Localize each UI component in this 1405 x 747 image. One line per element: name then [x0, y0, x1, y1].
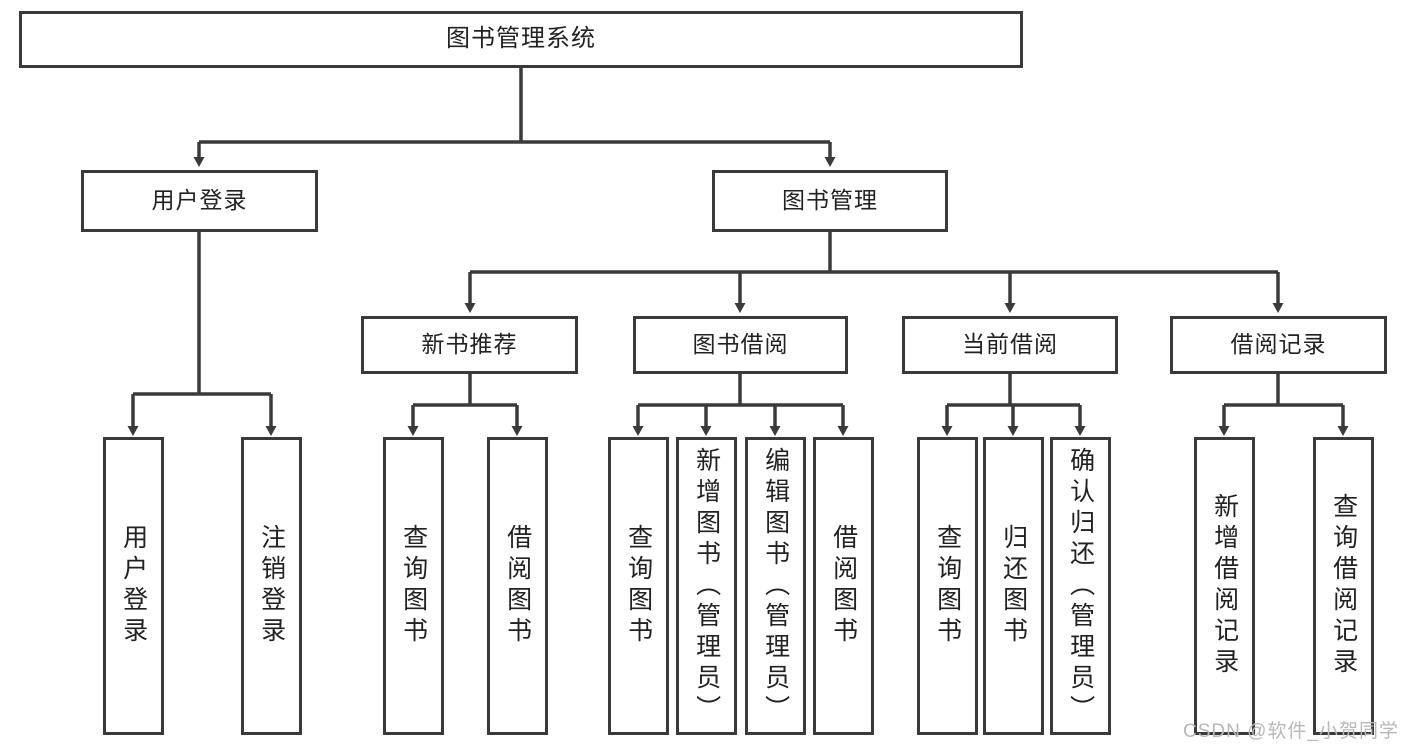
- node-leaf-return-book[interactable]: 归还图书: [983, 437, 1044, 735]
- node-leaf-confirm-return-admin[interactable]: 确认归还（管理员）: [1050, 437, 1111, 735]
- node-leaf-borrow-book[interactable]: 借阅图书: [813, 437, 874, 735]
- node-leaf-logout[interactable]: 注销登录: [241, 437, 302, 735]
- csdn-watermark: CSDN @软件_小贺同学: [1183, 721, 1399, 742]
- leaf-label: 新增图书（管理员）: [692, 446, 721, 726]
- node-leaf-add-book-admin[interactable]: 新增图书（管理员）: [676, 437, 737, 735]
- leaf-label: 查询图书: [624, 524, 653, 648]
- node-leaf-query-book-recommend[interactable]: 查询图书: [383, 437, 444, 735]
- leaf-label: 查询借阅记录: [1329, 493, 1358, 679]
- node-leaf-add-borrow-record[interactable]: 新增借阅记录: [1194, 437, 1255, 735]
- leaf-label: 借阅图书: [829, 524, 858, 648]
- node-borrow-record[interactable]: 借阅记录: [1170, 316, 1387, 374]
- leaf-label: 确认归还（管理员）: [1066, 446, 1095, 726]
- leaf-label: 编辑图书（管理员）: [761, 446, 790, 726]
- node-leaf-edit-book-admin[interactable]: 编辑图书（管理员）: [745, 437, 806, 735]
- node-book-management[interactable]: 图书管理: [712, 170, 948, 232]
- node-leaf-borrow-book-recommend[interactable]: 借阅图书: [487, 437, 548, 735]
- node-book-borrow[interactable]: 图书借阅: [633, 316, 848, 374]
- leaf-label: 用户登录: [119, 524, 148, 648]
- node-leaf-user-login[interactable]: 用户登录: [103, 437, 164, 735]
- node-root-system[interactable]: 图书管理系统: [19, 11, 1023, 68]
- leaf-label: 查询图书: [933, 524, 962, 648]
- node-user-login[interactable]: 用户登录: [81, 170, 318, 232]
- leaf-label: 新增借阅记录: [1210, 493, 1239, 679]
- leaf-label: 归还图书: [999, 524, 1028, 648]
- node-leaf-query-book-borrow[interactable]: 查询图书: [608, 437, 669, 735]
- leaf-label: 注销登录: [257, 524, 286, 648]
- leaf-label: 借阅图书: [503, 524, 532, 648]
- leaf-label: 查询图书: [399, 524, 428, 648]
- node-leaf-query-book-current[interactable]: 查询图书: [917, 437, 978, 735]
- node-leaf-query-borrow-record[interactable]: 查询借阅记录: [1313, 437, 1374, 735]
- node-new-book-recommend[interactable]: 新书推荐: [361, 316, 578, 374]
- node-current-borrow[interactable]: 当前借阅: [902, 316, 1118, 374]
